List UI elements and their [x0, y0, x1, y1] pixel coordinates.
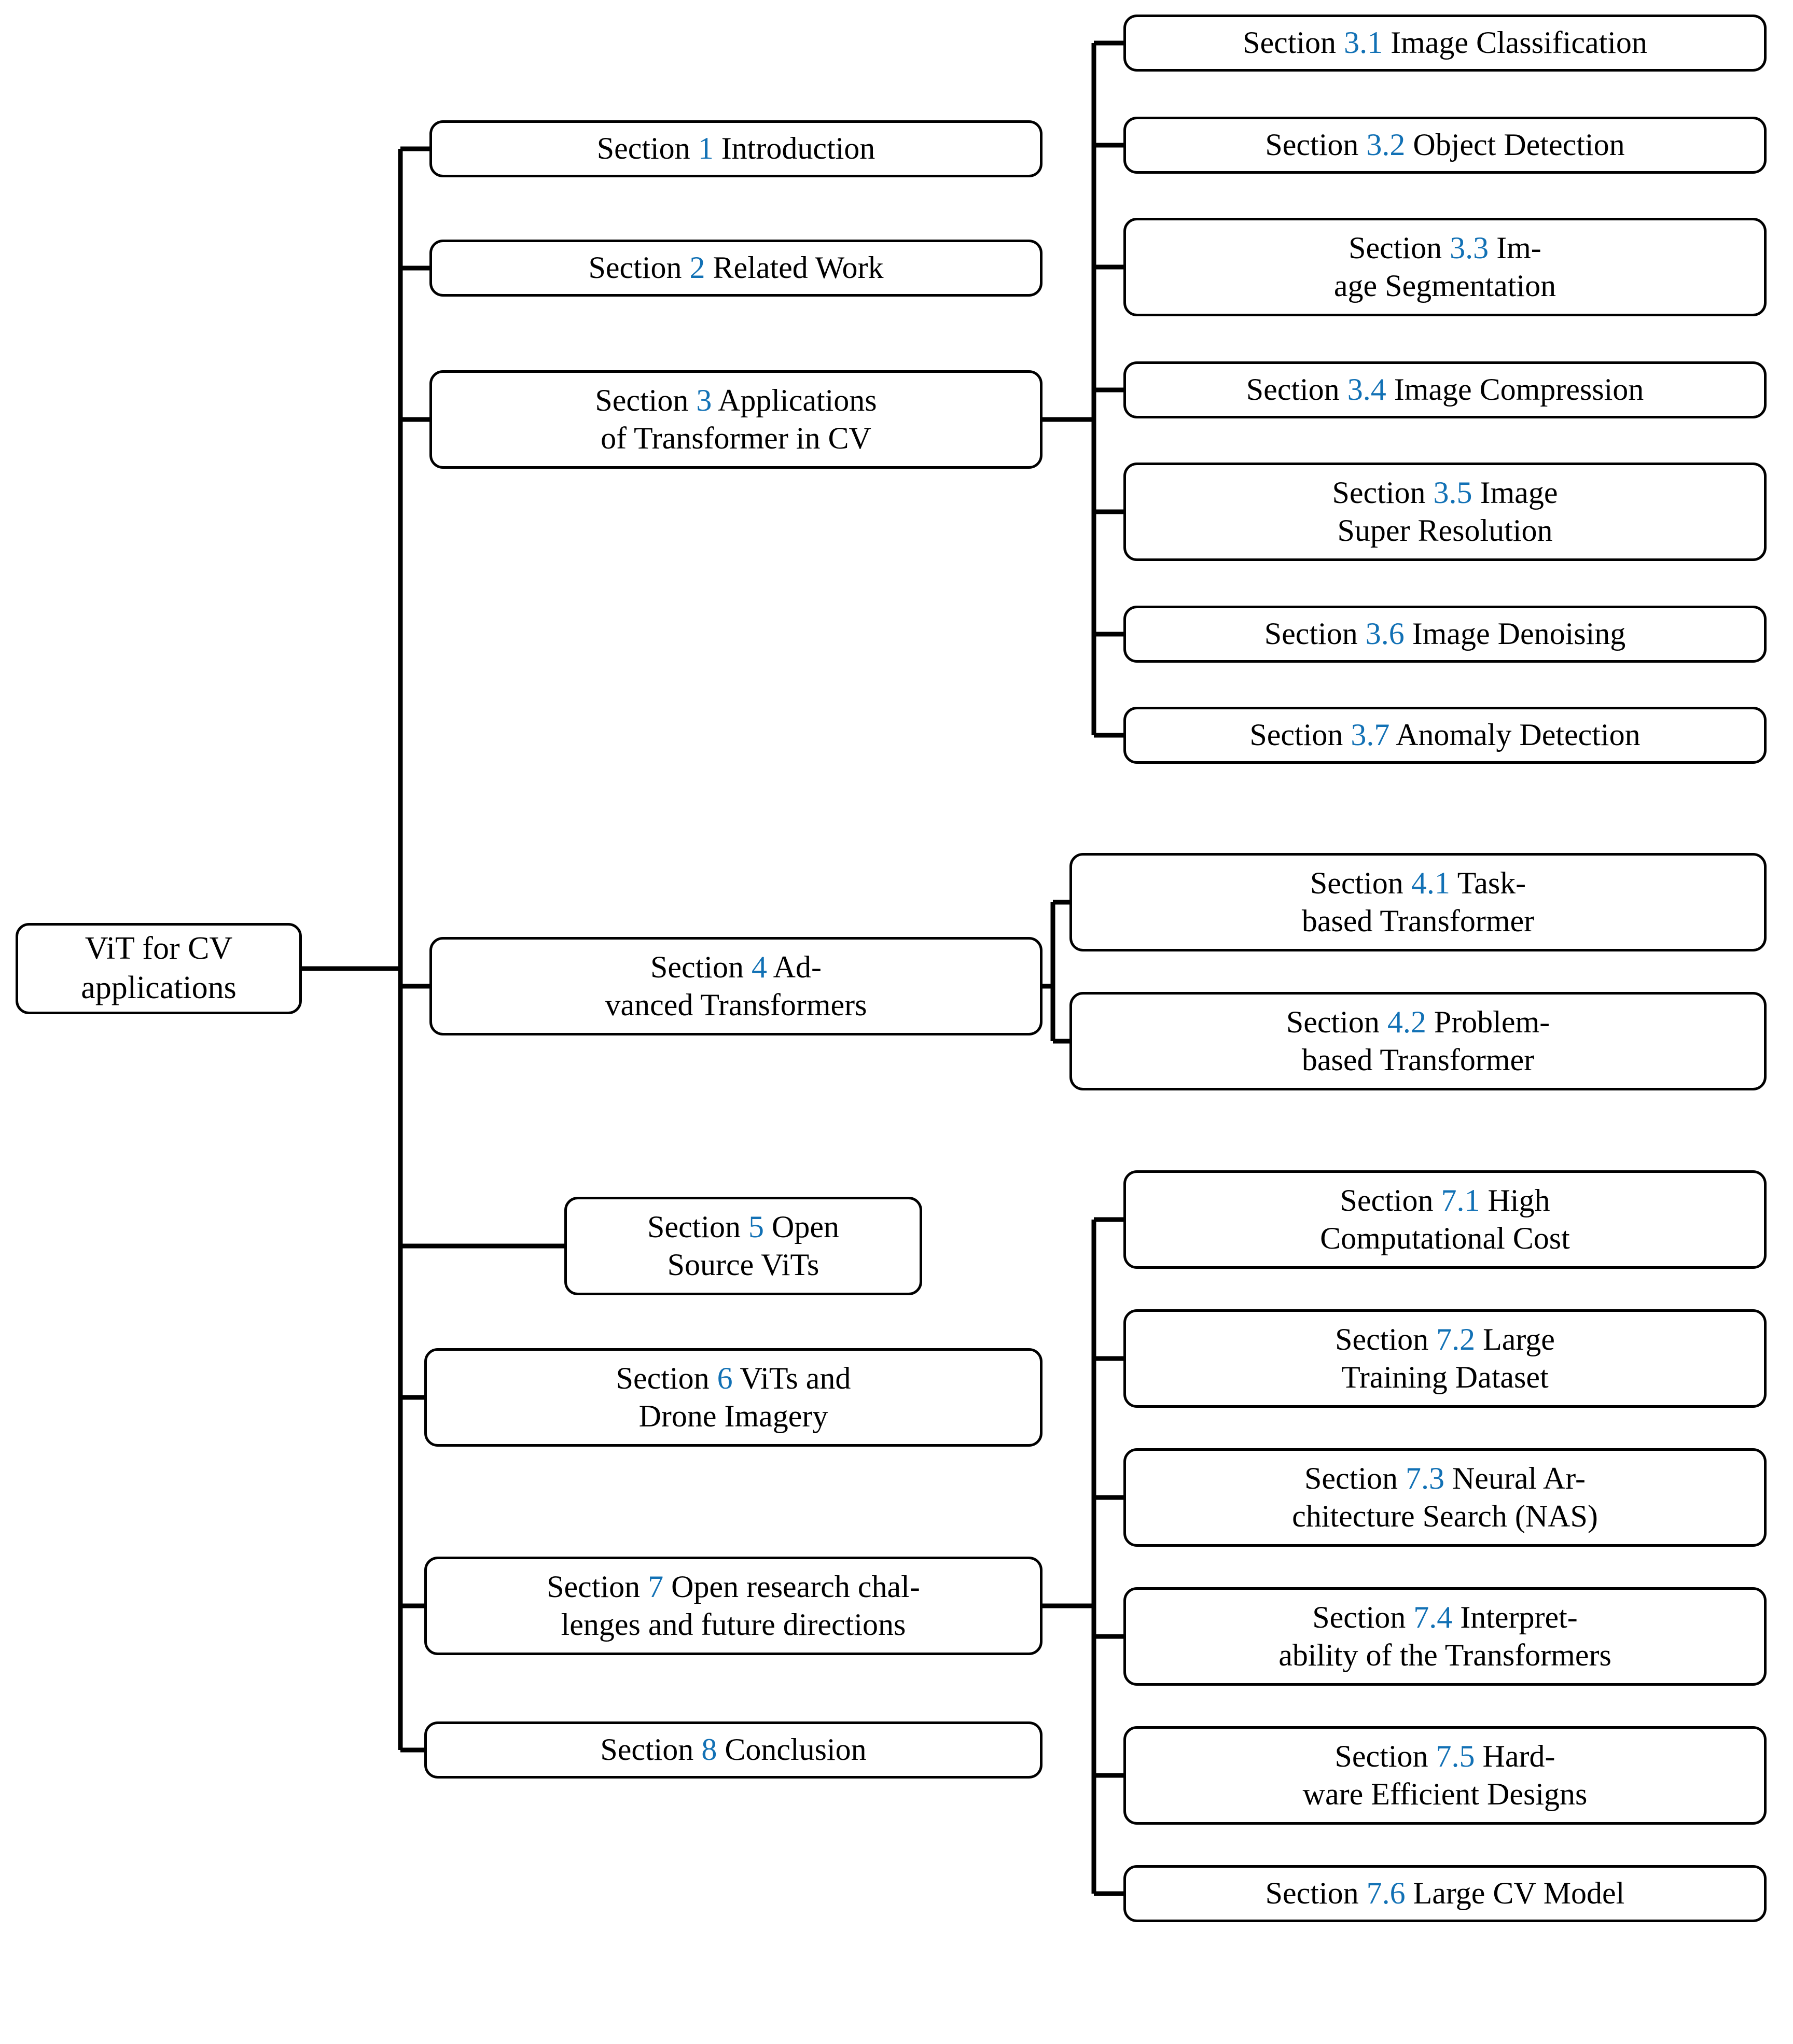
section-number: 2 — [689, 250, 705, 285]
node-section-7-1[interactable]: Section 7.1 High Computational Cost — [1123, 1170, 1767, 1269]
node-section-5[interactable]: Section 5 Open Source ViTs — [564, 1197, 922, 1295]
section-number: 7.3 — [1405, 1461, 1444, 1495]
section-number: 7.1 — [1441, 1183, 1480, 1217]
node-section-7-6-label: Section 7.6 Large CV Model — [1265, 1876, 1625, 1911]
section-number: 1 — [698, 131, 714, 166]
node-section-3-3[interactable]: Section 3.3 Im- age Segmentation — [1123, 218, 1767, 316]
node-section-1[interactable]: Section 1 Introduction — [429, 120, 1043, 177]
node-root-label: ViT for CV applications — [81, 931, 237, 1005]
node-section-3-7[interactable]: Section 3.7 Anomaly Detection — [1123, 707, 1767, 764]
node-section-1-label: Section 1 Introduction — [596, 131, 875, 166]
node-section-4-2-label: Section 4.2 Problem- based Transformer — [1286, 1004, 1550, 1077]
node-section-8[interactable]: Section 8 Conclusion — [424, 1721, 1043, 1779]
node-section-3-2[interactable]: Section 3.2 Object Detection — [1123, 117, 1767, 174]
node-section-4-label: Section 4 Ad- vanced Transformers — [605, 949, 867, 1022]
section-number: 3 — [696, 383, 712, 417]
node-section-4[interactable]: Section 4 Ad- vanced Transformers — [429, 937, 1043, 1035]
node-section-6[interactable]: Section 6 ViTs and Drone Imagery — [424, 1348, 1043, 1447]
node-section-3-1[interactable]: Section 3.1 Image Classification — [1123, 15, 1767, 72]
node-section-4-1[interactable]: Section 4.1 Task- based Transformer — [1069, 853, 1767, 951]
node-section-3-4-label: Section 3.4 Image Compression — [1246, 372, 1644, 407]
node-section-6-label: Section 6 ViTs and Drone Imagery — [616, 1361, 851, 1433]
section-number: 7.5 — [1436, 1739, 1475, 1773]
section-number: 3.3 — [1450, 230, 1489, 265]
section-number: 3.2 — [1366, 128, 1406, 162]
node-section-3-2-label: Section 3.2 Object Detection — [1265, 128, 1625, 162]
section-number: 4.1 — [1411, 865, 1450, 900]
node-section-7-5-label: Section 7.5 Hard- ware Efficient Designs — [1302, 1739, 1588, 1811]
node-section-7-1-label: Section 7.1 High Computational Cost — [1320, 1183, 1570, 1255]
node-section-3-7-label: Section 3.7 Anomaly Detection — [1249, 718, 1641, 752]
section-number: 7.6 — [1366, 1876, 1406, 1911]
section-number: 3.7 — [1351, 718, 1390, 752]
node-section-7[interactable]: Section 7 Open research chal- lenges and… — [424, 1557, 1043, 1655]
section-number: 4 — [751, 949, 767, 984]
node-root[interactable]: ViT for CV applications — [16, 923, 302, 1014]
node-section-7-label: Section 7 Open research chal- lenges and… — [547, 1569, 920, 1642]
node-section-4-2[interactable]: Section 4.2 Problem- based Transformer — [1069, 992, 1767, 1090]
node-section-7-4[interactable]: Section 7.4 Interpret- ability of the Tr… — [1123, 1587, 1767, 1686]
section-number: 5 — [748, 1209, 764, 1244]
node-section-2-label: Section 2 Related Work — [588, 250, 884, 285]
section-number: 3.1 — [1344, 25, 1383, 60]
section-number: 4.2 — [1387, 1004, 1426, 1039]
section-number: 7 — [648, 1569, 664, 1604]
node-section-7-2[interactable]: Section 7.2 Large Training Dataset — [1123, 1309, 1767, 1408]
node-section-3-5-label: Section 3.5 Image Super Resolution — [1332, 475, 1558, 548]
node-section-7-2-label: Section 7.2 Large Training Dataset — [1335, 1322, 1555, 1394]
node-section-8-label: Section 8 Conclusion — [600, 1732, 867, 1767]
section-number: 7.4 — [1413, 1600, 1453, 1634]
node-section-3-1-label: Section 3.1 Image Classification — [1243, 25, 1647, 60]
section-number: 7.2 — [1436, 1322, 1476, 1356]
section-number: 8 — [701, 1732, 717, 1767]
node-section-3-4[interactable]: Section 3.4 Image Compression — [1123, 361, 1767, 418]
node-section-7-5[interactable]: Section 7.5 Hard- ware Efficient Designs — [1123, 1726, 1767, 1825]
section-number: 3.4 — [1347, 372, 1386, 407]
section-number: 3.5 — [1433, 475, 1472, 510]
node-section-5-label: Section 5 Open Source ViTs — [647, 1209, 839, 1282]
node-section-4-1-label: Section 4.1 Task- based Transformer — [1301, 865, 1535, 938]
node-section-3-label: Section 3 Applications of Transformer in… — [595, 383, 877, 455]
section-number: 3.6 — [1365, 617, 1405, 651]
section-number: 6 — [717, 1361, 733, 1395]
node-section-3[interactable]: Section 3 Applications of Transformer in… — [429, 370, 1043, 469]
node-section-3-3-label: Section 3.3 Im- age Segmentation — [1333, 230, 1556, 303]
node-section-7-6[interactable]: Section 7.6 Large CV Model — [1123, 1865, 1767, 1922]
node-section-7-4-label: Section 7.4 Interpret- ability of the Tr… — [1278, 1600, 1611, 1672]
node-section-7-3-label: Section 7.3 Neural Ar- chitecture Search… — [1292, 1461, 1598, 1533]
node-section-3-5[interactable]: Section 3.5 Image Super Resolution — [1123, 463, 1767, 561]
node-section-2[interactable]: Section 2 Related Work — [429, 240, 1043, 297]
node-section-3-6-label: Section 3.6 Image Denoising — [1264, 617, 1626, 651]
node-section-3-6[interactable]: Section 3.6 Image Denoising — [1123, 606, 1767, 663]
node-section-7-3[interactable]: Section 7.3 Neural Ar- chitecture Search… — [1123, 1448, 1767, 1547]
